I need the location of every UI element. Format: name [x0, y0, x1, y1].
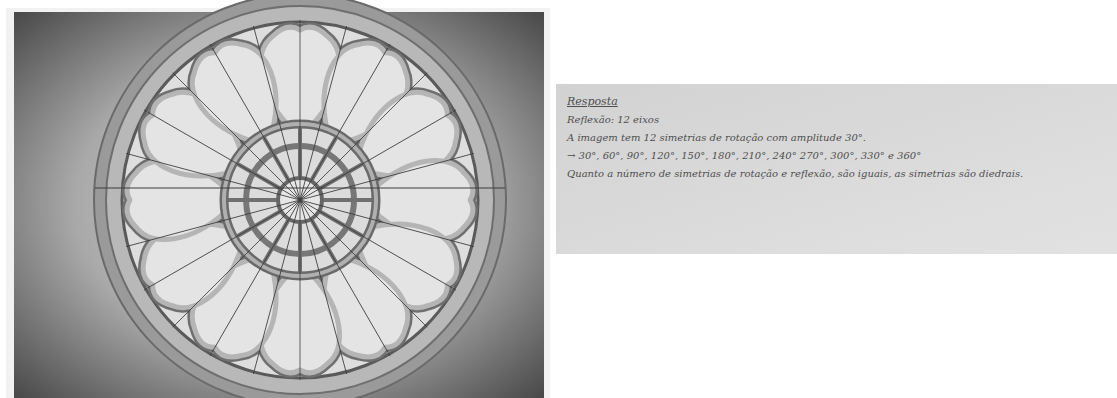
- rose-window: [94, 0, 506, 398]
- handwritten-note: Reflexão: 12 eixos: [567, 112, 659, 128]
- handwritten-note: A imagem tem 12 simetrias de rotação com…: [567, 130, 866, 146]
- handwritten-note: Quanto a número de simetrias de rotação …: [567, 166, 1102, 182]
- answer-heading: Resposta: [567, 94, 618, 110]
- middle-ring: [106, 6, 494, 394]
- symmetry-axes: [95, 20, 505, 380]
- outer-ring: [94, 0, 506, 398]
- paper-sheet: [556, 84, 1117, 254]
- handwritten-note: → 30°, 60°, 90°, 120°, 150°, 180°, 210°,…: [567, 148, 921, 164]
- photo-frame: [6, 8, 550, 398]
